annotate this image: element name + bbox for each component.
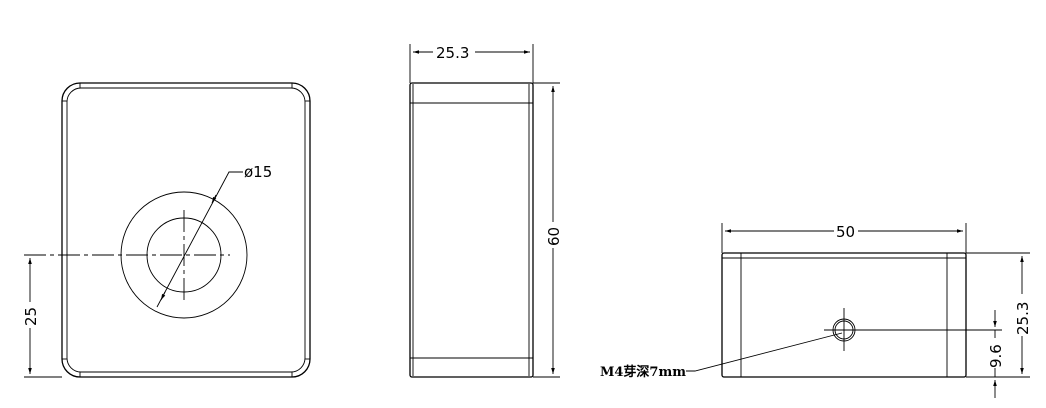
- front-view: ø15 25: [22, 82, 311, 378]
- side-outline: [409, 82, 534, 378]
- side-view: 25.3 60: [409, 43, 563, 378]
- diameter-label: ø15: [244, 163, 272, 181]
- side-width-dim: 25.3: [436, 44, 469, 62]
- bottom-outline: [721, 252, 967, 378]
- hole-callout: M4芽深7mm: [600, 364, 686, 380]
- bottom-view: M4芽深7mm 50 9.6 25.3: [600, 222, 1032, 398]
- front-outer-outline: [61, 82, 311, 378]
- side-height-dim: 60: [545, 227, 563, 246]
- hole-offset-dim: 9.6: [987, 344, 1005, 368]
- front-inner-outline: [66, 87, 306, 373]
- bottom-height-dim: 25.3: [1014, 302, 1032, 335]
- bottom-width-dim: 50: [836, 223, 855, 241]
- front-height-dim: 25: [22, 307, 40, 326]
